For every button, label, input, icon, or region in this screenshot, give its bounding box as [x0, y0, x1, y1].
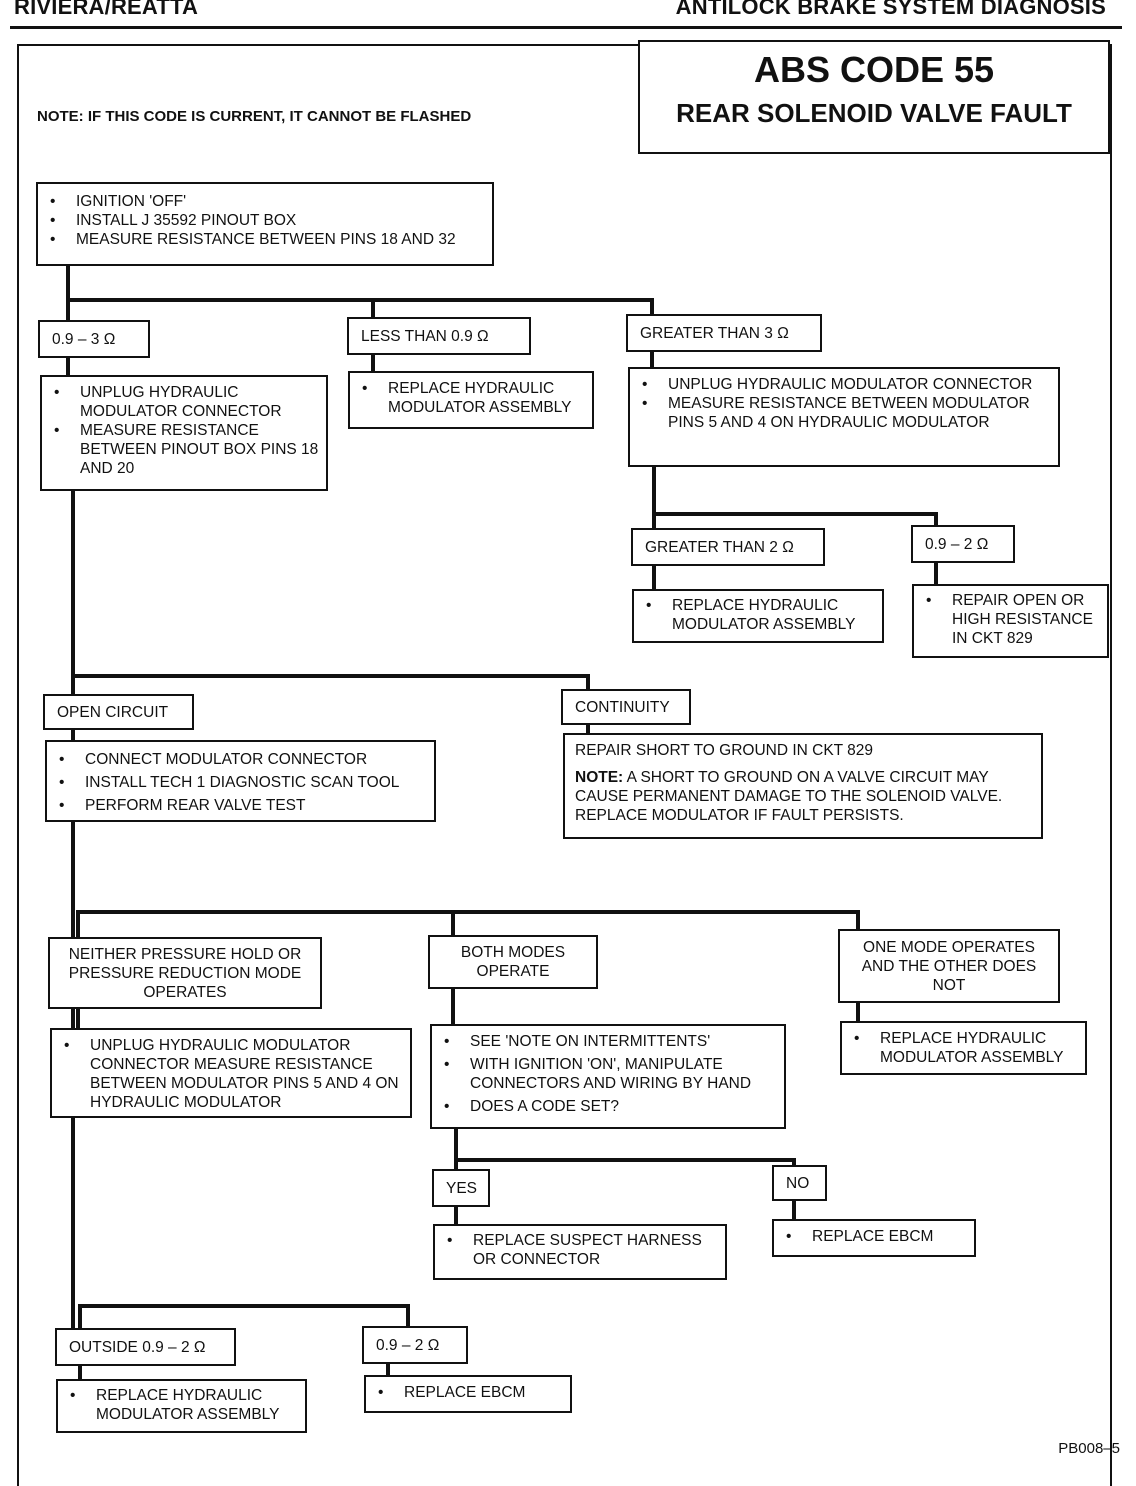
header-rule [10, 26, 1122, 29]
flash-note: NOTE: IF THIS CODE IS CURRENT, IT CANNOT… [37, 108, 472, 125]
step-item: •INSTALL J 35592 PINOUT BOX [50, 212, 297, 229]
result-open-circuit-label: OPEN CIRCUIT [43, 694, 194, 730]
step-item: •REPAIR OPEN OR HIGH RESISTANCE IN CKT 8… [926, 592, 1093, 647]
action-box-repair-ckt-829: •REPAIR OPEN OR HIGH RESISTANCE IN CKT 8… [912, 584, 1109, 658]
result-neither-mode-label: NEITHER PRESSURE HOLD OR PRESSURE REDUCT… [48, 937, 322, 1009]
repair-short-text: REPAIR SHORT TO GROUND IN CKT 829 [575, 742, 874, 759]
action-box-rear-valve-test: •CONNECT MODULATOR CONNECTOR •INSTALL TE… [45, 740, 436, 822]
answer-yes-label: YES [432, 1169, 490, 1207]
result-greater-than-2-label: GREATER THAN 2 Ω [631, 528, 825, 566]
step-item: •REPLACE EBCM [786, 1228, 934, 1245]
step-item: •DOES A CODE SET? [444, 1098, 620, 1115]
action-box-replace-ebcm: •REPLACE EBCM [772, 1219, 976, 1257]
action-box-replace-modulator: •REPLACE HYDRAULIC MODULATOR ASSEMBLY [840, 1021, 1087, 1075]
result-continuity-label: CONTINUITY [561, 689, 691, 725]
action-box-unplug-measure-5-4: •UNPLUG HYDRAULIC MODULATOR CONNECTOR •M… [628, 367, 1060, 467]
step-item: •REPLACE SUSPECT HARNESS OR CONNECTOR [447, 1232, 702, 1268]
step-item: •REPLACE HYDRAULIC MODULATOR ASSEMBLY [646, 597, 856, 633]
action-box-repair-short: REPAIR SHORT TO GROUND IN CKT 829 NOTE: … [563, 733, 1043, 839]
page-frame [17, 44, 1112, 1486]
step-item: •PERFORM REAR VALVE TEST [59, 797, 306, 814]
step-item: •INSTALL TECH 1 DIAGNOSTIC SCAN TOOL [59, 774, 400, 791]
step-item: •UNPLUG HYDRAULIC MODULATOR CONNECTOR [54, 384, 282, 420]
result-0.9-3-ohm-label: 0.9 – 3 Ω [38, 320, 150, 358]
fault-title: REAR SOLENOID VALVE FAULT [676, 98, 1072, 128]
result-one-mode-label: ONE MODE OPERATES AND THE OTHER DOES NOT [838, 929, 1060, 1003]
action-box-intermittents: •SEE 'NOTE ON INTERMITTENTS' •WITH IGNIT… [430, 1024, 786, 1129]
result-greater-than-3-label: GREATER THAN 3 Ω [626, 314, 822, 352]
step-item: •SEE 'NOTE ON INTERMITTENTS' [444, 1033, 711, 1050]
result-both-modes-label: BOTH MODES OPERATE [428, 935, 598, 989]
step-item: •MEASURE RESISTANCE BETWEEN MODULATOR PI… [642, 395, 1030, 431]
action-box-measure-5-4: •UNPLUG HYDRAULIC MODULATOR CONNECTOR ME… [50, 1028, 412, 1118]
action-box-replace-ebcm: •REPLACE EBCM [364, 1375, 572, 1413]
step-item: •REPLACE HYDRAULIC MODULATOR ASSEMBLY [70, 1387, 280, 1423]
start-steps-box: •IGNITION 'OFF' •INSTALL J 35592 PINOUT … [36, 182, 494, 266]
action-box-replace-harness: •REPLACE SUSPECT HARNESS OR CONNECTOR [433, 1224, 727, 1280]
header-right: ANTILOCK BRAKE SYSTEM DIAGNOSIS [675, 0, 1106, 19]
step-item: •IGNITION 'OFF' [50, 193, 187, 210]
title-box: ABS CODE 55 REAR SOLENOID VALVE FAULT [638, 40, 1110, 154]
figure-id: PB008–5 [1058, 1440, 1120, 1457]
code-title: ABS CODE 55 [753, 49, 995, 90]
action-box-unplug-measure-18-20: •UNPLUG HYDRAULIC MODULATOR CONNECTOR •M… [40, 375, 328, 491]
step-item: •WITH IGNITION 'ON', MANIPULATE CONNECTO… [444, 1056, 752, 1092]
step-item: •UNPLUG HYDRAULIC MODULATOR CONNECTOR ME… [64, 1037, 399, 1111]
action-box-replace-modulator: •REPLACE HYDRAULIC MODULATOR ASSEMBLY [56, 1379, 307, 1433]
step-item: •MEASURE RESISTANCE BETWEEN PINOUT BOX P… [54, 422, 319, 477]
result-0.9-2-ohm-label: 0.9 – 2 Ω [911, 525, 1015, 563]
result-outside-0.9-2-label: OUTSIDE 0.9 – 2 Ω [55, 1328, 236, 1366]
result-less-than-0.9-label: LESS THAN 0.9 Ω [347, 317, 531, 355]
step-item: •UNPLUG HYDRAULIC MODULATOR CONNECTOR [642, 376, 1033, 393]
header-left: RIVIERA/REATTA [14, 0, 199, 19]
step-item: •REPLACE HYDRAULIC MODULATOR ASSEMBLY [362, 380, 572, 416]
action-box-replace-modulator: •REPLACE HYDRAULIC MODULATOR ASSEMBLY [632, 589, 884, 643]
action-box-replace-modulator: •REPLACE HYDRAULIC MODULATOR ASSEMBLY [348, 371, 594, 429]
short-warning-note: NOTE: A SHORT TO GROUND ON A VALVE CIRCU… [575, 769, 1003, 824]
result-0.9-2-ohm-label: 0.9 – 2 Ω [362, 1326, 468, 1364]
step-item: •REPLACE EBCM [378, 1384, 526, 1401]
step-item: •REPLACE HYDRAULIC MODULATOR ASSEMBLY [854, 1030, 1064, 1066]
step-item: •CONNECT MODULATOR CONNECTOR [59, 751, 368, 768]
step-item: •MEASURE RESISTANCE BETWEEN PINS 18 AND … [50, 231, 456, 248]
answer-no-label: NO [772, 1165, 827, 1201]
